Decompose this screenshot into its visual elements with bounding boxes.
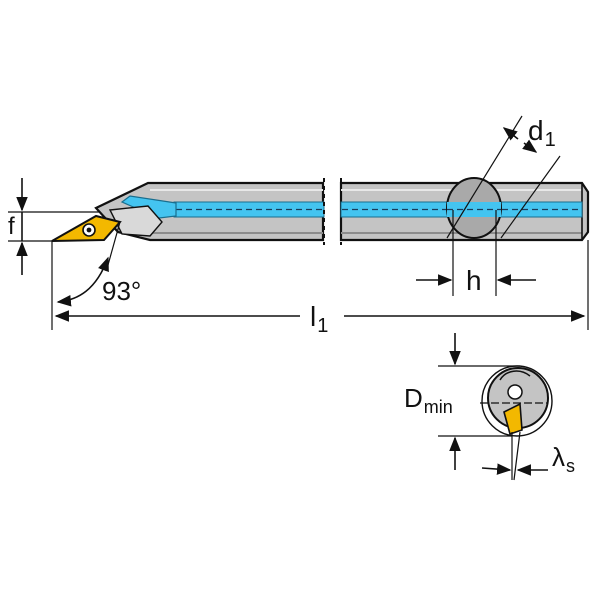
insert-screw-center (86, 227, 92, 233)
label-angle: 93° (102, 276, 141, 306)
tool-shank-left (51, 181, 325, 242)
label-d1: d1 (528, 115, 556, 151)
dimension-h: h (416, 210, 536, 296)
dimension-f: f (8, 178, 100, 275)
end-insert (503, 402, 523, 436)
label-dmin: Dmin (404, 383, 453, 417)
label-lambda-s: λs (552, 442, 575, 476)
dimension-d1: d1 (446, 115, 561, 239)
tool-shank-right (339, 177, 590, 242)
coolant-hole-end (507, 384, 523, 400)
dimension-l1: l1 (54, 240, 589, 337)
dimension-dmin: Dmin (404, 333, 520, 470)
label-h: h (466, 265, 482, 296)
label-f: f (8, 213, 15, 240)
label-l1: l1 (310, 301, 328, 337)
dimension-angle: 93° (51, 221, 141, 330)
dimension-lambda-s: λs (481, 431, 575, 481)
insert-clamp (108, 205, 163, 237)
coolant-boss-channel (447, 202, 501, 217)
end-view (480, 365, 553, 437)
end-flat (499, 370, 531, 381)
